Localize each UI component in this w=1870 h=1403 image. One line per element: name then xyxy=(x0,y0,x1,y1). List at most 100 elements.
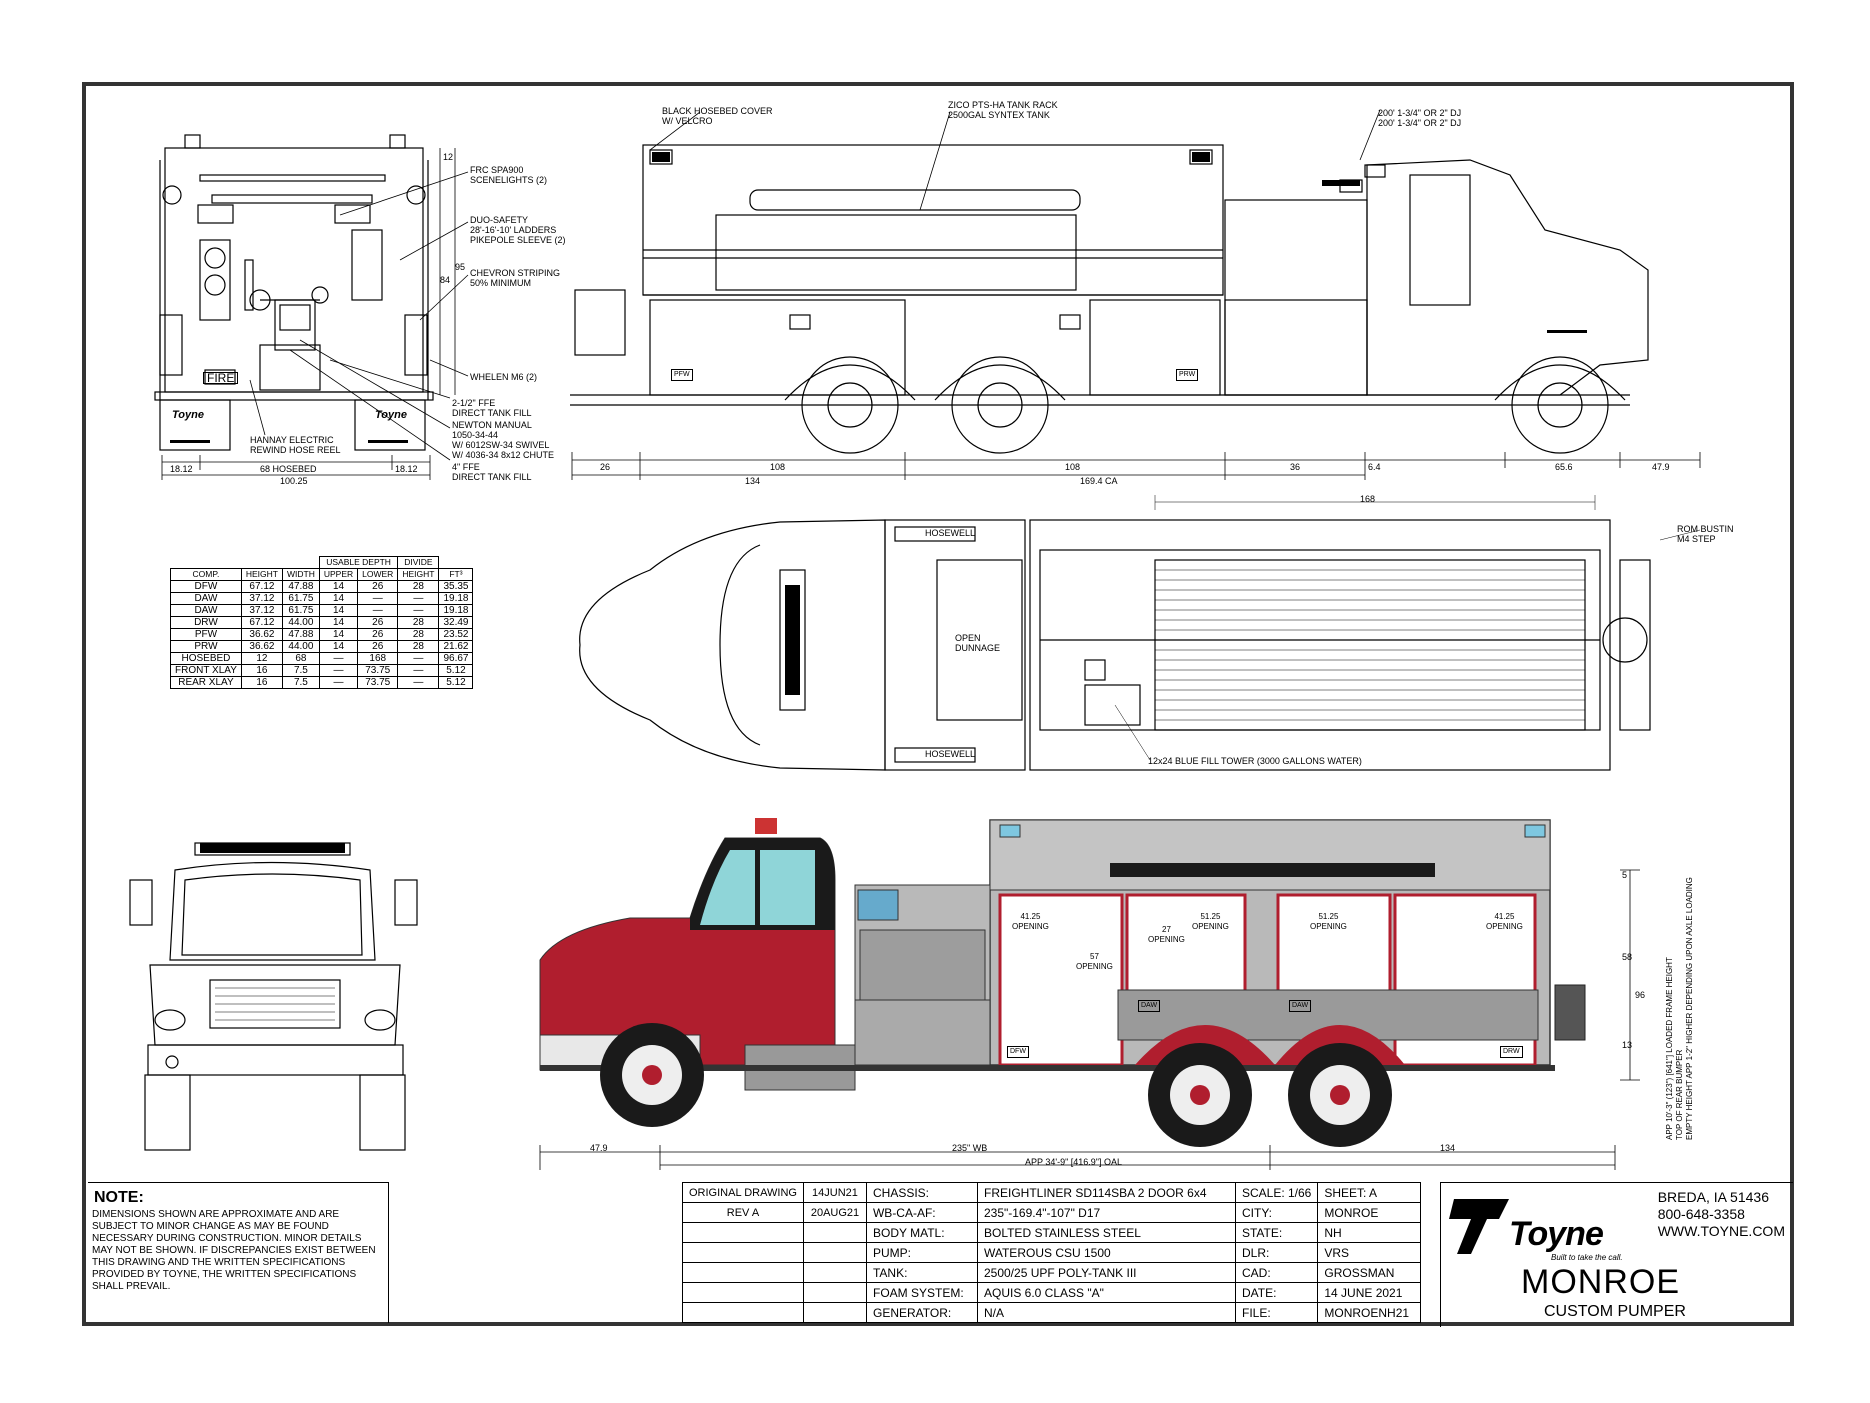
title-block-cell: 14JUN21 xyxy=(802,1182,867,1203)
title-block-cell: DLR: xyxy=(1234,1242,1319,1263)
compartment-badge: PFW xyxy=(671,369,693,381)
table-cell: 96.67 xyxy=(438,652,474,665)
ffe-212-callout: 2-1/2" FFE DIRECT TANK FILL xyxy=(452,398,532,418)
table-cell: 14 xyxy=(318,604,359,617)
table-cell: DFW xyxy=(170,580,242,593)
table-cell: 47.88 xyxy=(282,580,320,593)
title-block-cell xyxy=(802,1302,867,1323)
table-cell: 68 xyxy=(282,652,320,665)
side-dim-2: 108 xyxy=(770,462,786,472)
table-cell: — xyxy=(397,664,440,677)
title-block-cell: PUMP: xyxy=(865,1242,978,1263)
rear-dim-overall: 100.25 xyxy=(280,476,308,486)
opening-label: 57 OPENING xyxy=(1076,952,1113,971)
table-cell: — xyxy=(318,652,359,665)
color-dim-right: 5 xyxy=(1622,870,1628,880)
table-cell: 14 xyxy=(318,592,359,605)
table-cell: — xyxy=(357,604,399,617)
color-dim-right: 58 xyxy=(1622,952,1633,962)
table-cell: 7.5 xyxy=(282,676,320,689)
table-cell: DRW xyxy=(170,616,242,629)
table-cell: 14 xyxy=(318,628,359,641)
table-cell: 168 xyxy=(357,652,399,665)
toyne-logo-text: Toyne xyxy=(1509,1215,1604,1253)
table-cell: 44.00 xyxy=(282,640,320,653)
title-block-cell xyxy=(682,1302,804,1323)
table-cell: 47.88 xyxy=(282,628,320,641)
rear-dim-right: 18.12 xyxy=(395,464,418,474)
table-cell: 73.75 xyxy=(357,676,399,689)
table-cell: 36.62 xyxy=(240,640,284,653)
phone-line: 800-648-3358 xyxy=(1657,1206,1745,1222)
table-cell: 36.62 xyxy=(240,628,284,641)
table-cell: 28 xyxy=(397,640,440,653)
table-cell: REAR XLAY xyxy=(170,676,242,689)
title-block-cell: NH xyxy=(1317,1222,1422,1243)
brand-block: Toyne Built to take the call. BREDA, IA … xyxy=(1440,1182,1793,1327)
whelen-callout: WHELEN M6 (2) xyxy=(470,372,538,382)
opening-label: 51.25 OPENING xyxy=(1192,912,1229,931)
website-line: WWW.TOYNE.COM xyxy=(1657,1223,1785,1239)
table-group-header-row: USABLE DEPTH DIVIDE xyxy=(171,556,473,569)
table-header-cell: WIDTH xyxy=(282,568,320,581)
rear-dim-left: 18.12 xyxy=(170,464,193,474)
table-cell: 61.75 xyxy=(282,592,320,605)
side-dim-1: 134 xyxy=(745,476,761,486)
fill-tower-callout: 12x24 BLUE FILL TOWER (3000 GALLONS WATE… xyxy=(1148,756,1362,766)
table-cell: 73.75 xyxy=(357,664,399,677)
title-block-cell: MONROENH21 xyxy=(1317,1302,1422,1323)
table-cell: 28 xyxy=(397,616,440,629)
table-cell: HOSEBED xyxy=(170,652,242,665)
title-block-cell: 2500/25 UPF POLY-TANK III xyxy=(976,1262,1236,1283)
title-block-cell xyxy=(682,1282,804,1303)
table-cell: 37.12 xyxy=(240,604,284,617)
side-dim-0: 26 xyxy=(600,462,611,472)
table-cell: 26 xyxy=(357,628,399,641)
drawing-sheet xyxy=(82,82,1794,1326)
hannay-reel-callout: HANNAY ELECTRIC REWIND HOSE REEL xyxy=(250,435,341,455)
title-block-cell: MONROE xyxy=(1317,1202,1422,1223)
chevron-striping-callout: CHEVRON STRIPING 50% MINIMUM xyxy=(470,268,561,288)
table-group-header: DIVIDE xyxy=(397,556,440,569)
title-block-cell: DATE: xyxy=(1234,1282,1319,1303)
compartment-badge: DAW xyxy=(1289,1000,1312,1012)
title-block-cell: BOLTED STAINLESS STEEL xyxy=(976,1222,1236,1243)
table-cell: DAW xyxy=(170,604,242,617)
note-title: NOTE: xyxy=(94,1189,144,1206)
table-cell: 19.18 xyxy=(438,604,474,617)
side-dim-5: 36 xyxy=(1290,462,1301,472)
title-block-cell: GROSSMAN xyxy=(1317,1262,1422,1283)
hosebed-cover-callout: BLACK HOSEBED COVER W/ VELCRO xyxy=(662,106,773,126)
hosewell-bottom-label: HOSEWELL xyxy=(925,749,976,759)
table-header-cell: HEIGHT xyxy=(397,568,440,581)
dj-hose-callout: 200' 1-3/4" OR 2" DJ 200' 1-3/4" OR 2" D… xyxy=(1378,108,1462,128)
table-cell: 26 xyxy=(357,640,399,653)
title-block-cell: STATE: xyxy=(1234,1222,1319,1243)
title-block-cell: CITY: xyxy=(1234,1202,1319,1223)
compartment-badge: DFW xyxy=(1007,1046,1029,1058)
title-block-cell: N/A xyxy=(976,1302,1236,1323)
table-cell: 14 xyxy=(318,616,359,629)
title-block-cell: VRS xyxy=(1317,1242,1422,1263)
table-cell: DAW xyxy=(170,592,242,605)
table-cell: 16 xyxy=(240,676,284,689)
table-cell: 32.49 xyxy=(438,616,474,629)
table-cell: — xyxy=(318,676,359,689)
table-group-header: USABLE DEPTH xyxy=(318,556,399,569)
frc-scenelights-callout: FRC SPA900 SCENELIGHTS (2) xyxy=(470,165,548,185)
title-block-cell: TANK: xyxy=(865,1262,978,1283)
title-block-cell xyxy=(682,1242,804,1263)
title-block-cell: 14 JUNE 2021 xyxy=(1317,1282,1422,1303)
rear-toyne-logo-right: Toyne xyxy=(375,409,407,421)
newton-chute-callout: NEWTON MANUAL 1050-34-44 W/ 6012SW-34 SW… xyxy=(452,420,555,460)
